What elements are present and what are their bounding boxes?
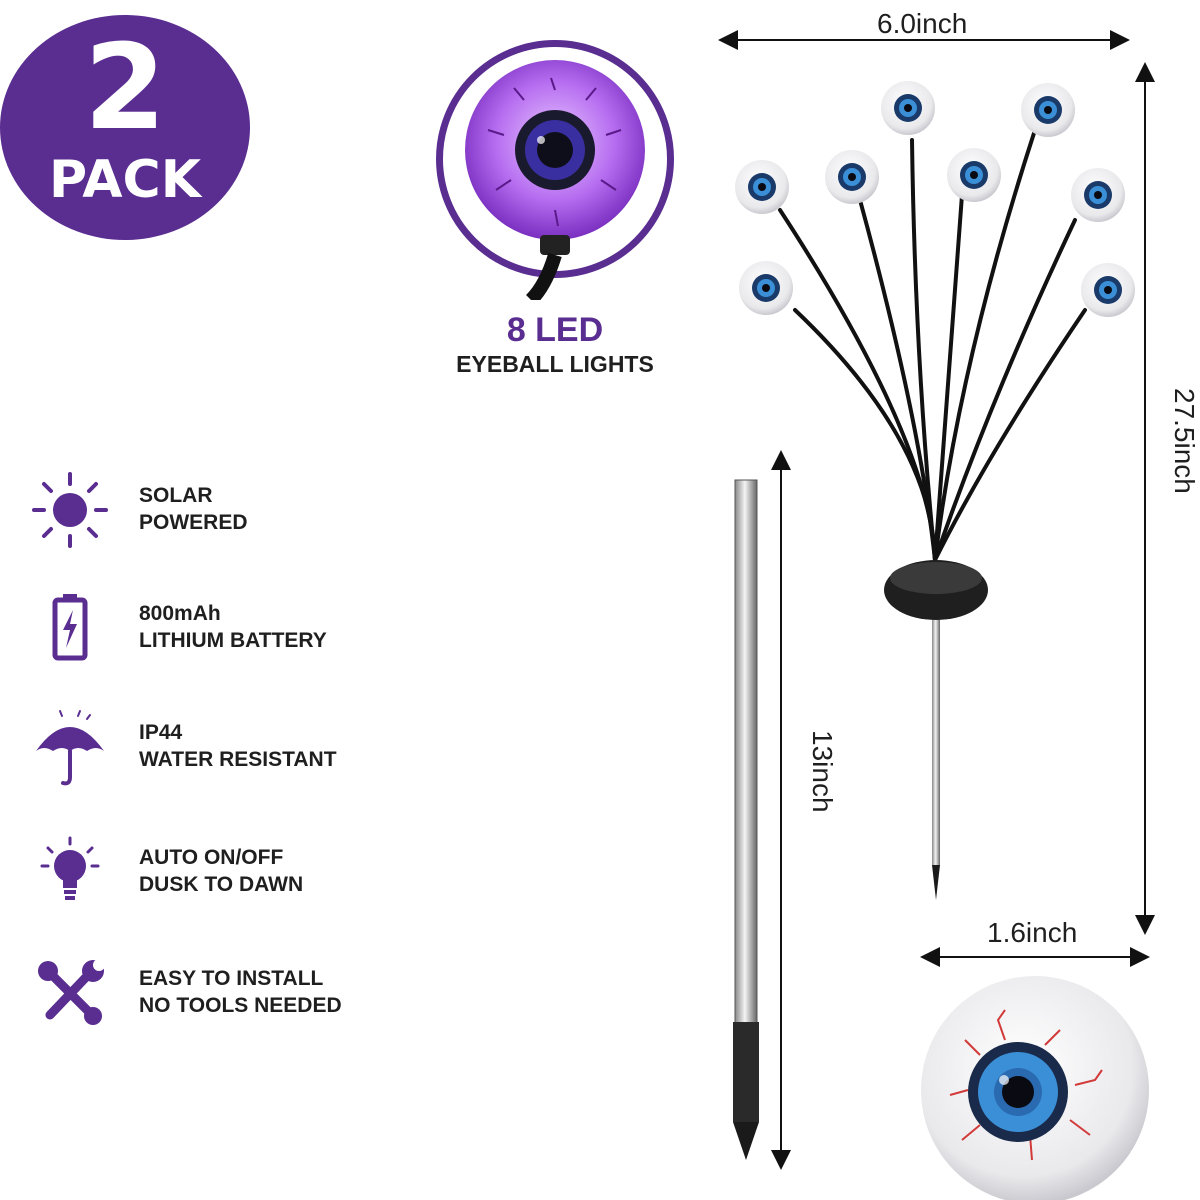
feature-desc: NO TOOLS NEEDED — [139, 994, 342, 1017]
led-subtitle: EYEBALL LIGHTS — [456, 351, 654, 377]
sun-icon — [32, 472, 108, 548]
feature-title: 800mAh — [139, 602, 221, 625]
pack-badge — [0, 15, 250, 240]
feature-title: EASY TO INSTALL — [139, 967, 324, 990]
light-stems — [778, 128, 1087, 562]
feature-title: IP44 — [139, 721, 183, 744]
eyeball-diameter-label: 1.6inch — [987, 917, 1078, 948]
battery-icon — [52, 594, 88, 661]
feature-battery: 800mAh LITHIUM BATTERY — [30, 588, 390, 668]
led-count-title: 8 LED — [506, 311, 604, 349]
glowing-eyeball-image — [465, 60, 645, 300]
lightbulb-icon — [40, 836, 100, 900]
feature-install: EASY TO INSTALL NO TOOLS NEEDED — [30, 953, 390, 1033]
tools-icon — [38, 959, 105, 1025]
height-label: 27.5inch — [1169, 388, 1200, 494]
stake-length-label: 13inch — [807, 730, 838, 813]
feature-desc: LITHIUM BATTERY — [139, 629, 327, 652]
feature-water: IP44 WATER RESISTANT — [30, 707, 390, 787]
feature-desc: DUSK TO DAWN — [139, 873, 304, 896]
pack-label: PACK — [48, 150, 202, 210]
feature-desc: WATER RESISTANT — [139, 748, 337, 771]
light-pole — [932, 600, 940, 865]
eyeball-closeup — [921, 976, 1149, 1200]
feature-solar: SOLAR POWERED — [30, 470, 390, 550]
pack-count: 2 — [83, 18, 167, 156]
stake-image — [733, 479, 759, 1160]
width-label: 6.0inch — [877, 8, 968, 39]
feature-auto: AUTO ON/OFF DUSK TO DAWN — [30, 832, 390, 912]
product-diagram — [718, 30, 1155, 1200]
umbrella-icon — [36, 710, 104, 786]
feature-desc: POWERED — [139, 511, 248, 534]
feature-title: AUTO ON/OFF — [139, 846, 284, 869]
feature-title: SOLAR — [139, 484, 213, 507]
eyeball-heads — [735, 81, 1135, 317]
